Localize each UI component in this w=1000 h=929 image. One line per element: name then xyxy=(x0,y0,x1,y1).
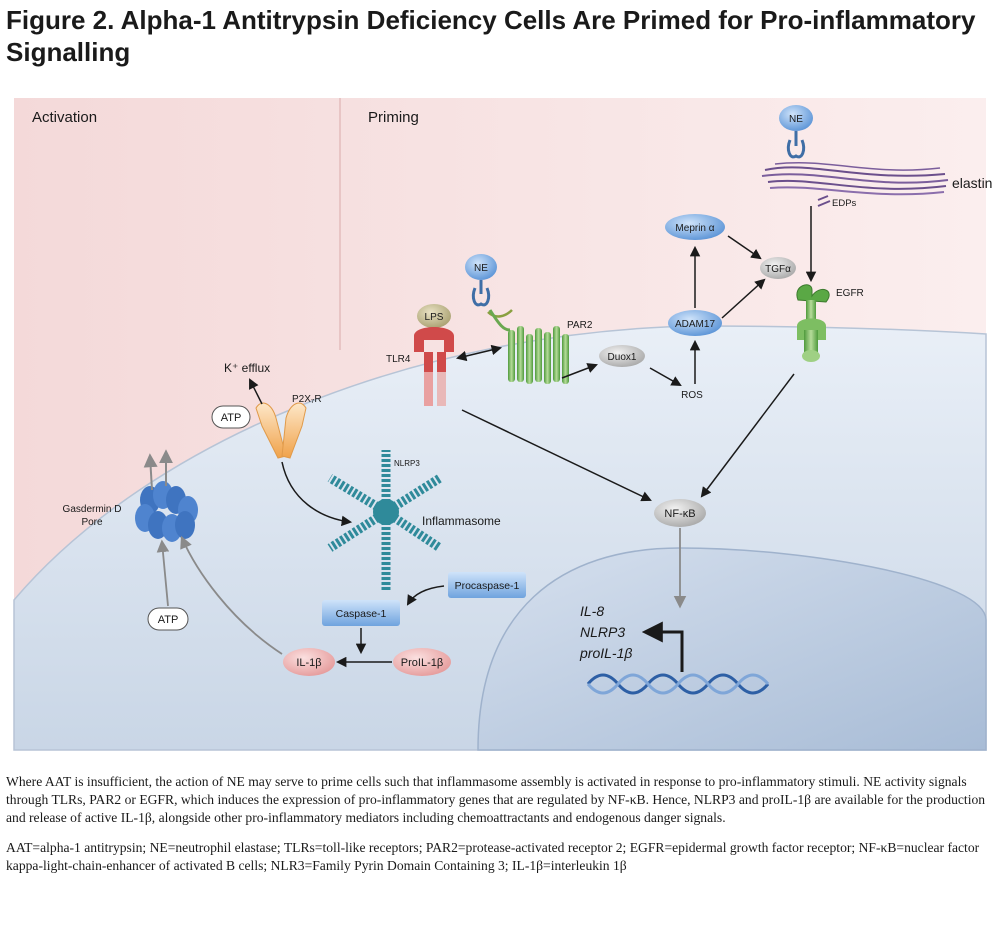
arrow-procaspase-caspase xyxy=(406,585,445,606)
adam17-node xyxy=(668,310,722,336)
procaspase-label: Procaspase-1 xyxy=(455,580,520,592)
figure-title: Figure 2. Alpha-1 Antitrypsin Deficiency… xyxy=(6,5,976,67)
arrow-meprin-tgfa xyxy=(727,235,762,260)
ne-top-label: NE xyxy=(789,114,803,125)
atp-top-node xyxy=(211,405,251,429)
proil1b-label: ProIL-1β xyxy=(401,657,443,669)
arrow-il1b-release xyxy=(180,535,283,655)
tgfa-node xyxy=(760,257,796,279)
gene-nlrp3: NLRP3 xyxy=(580,624,625,640)
meprin-label: Meprin α xyxy=(675,223,714,234)
duox1-label: Duox1 xyxy=(608,352,637,363)
ne-enzyme-mid xyxy=(465,254,497,280)
k-efflux-label: K⁺ efflux xyxy=(224,361,270,375)
duox1-node xyxy=(599,345,645,367)
panel-label-priming: Priming xyxy=(368,109,419,126)
arrow-egfr-nfkb xyxy=(700,373,795,498)
p2x7r-label: P2X₇R xyxy=(292,394,322,405)
gene-il8: IL-8 xyxy=(580,603,604,619)
lps-node xyxy=(417,304,451,328)
arrow-atp-pore xyxy=(156,539,170,607)
arrow-tlr4-par2 xyxy=(455,344,503,362)
caspase-label: Caspase-1 xyxy=(336,608,387,620)
tlr4-receptor xyxy=(414,327,454,406)
caspase-box xyxy=(322,600,400,626)
par2-receptor xyxy=(488,309,569,384)
meprin-node xyxy=(665,214,725,240)
arrow-adam17-tgfa xyxy=(721,278,766,319)
il1b-label: IL-1β xyxy=(296,657,321,669)
inflammasome-label: Inflammasome xyxy=(422,514,501,528)
procaspase-box xyxy=(448,572,526,598)
figure-caption: Where AAT is insufficient, the action of… xyxy=(6,773,991,887)
pathway-diagram: Activation Priming elastin NE EDPs Mepri… xyxy=(13,98,992,751)
caption-paragraph-1: Where AAT is insufficient, the action of… xyxy=(6,774,986,825)
ne-mid-label: NE xyxy=(474,263,488,274)
nfkb-node xyxy=(654,499,706,527)
caption-paragraph-2: AAT=alpha-1 antitrypsin; NE=neutrophil e… xyxy=(6,840,980,873)
ros-label: ROS xyxy=(681,390,703,401)
nfkb-label: NF-κB xyxy=(664,508,695,520)
ne-enzyme-top xyxy=(779,105,813,131)
gasdermin-label-1: Gasdermin D xyxy=(63,504,122,515)
edps-label: EDPs xyxy=(832,198,857,209)
pore-efflux-arrow-1 xyxy=(143,453,158,491)
tgfa-label: TGFα xyxy=(765,264,791,275)
arrow-par2-duox1 xyxy=(561,363,598,379)
dna-helix xyxy=(586,673,770,695)
arrow-p2x7r-inflammasome xyxy=(281,461,353,527)
lps-label: LPS xyxy=(425,312,444,323)
panel-label-activation: Activation xyxy=(32,109,97,126)
ne-mid-scissors-icon xyxy=(471,280,491,307)
egfr-label: EGFR xyxy=(836,288,864,299)
arrow-duox1-ros xyxy=(649,367,682,387)
elastin-fibers xyxy=(761,162,949,196)
egfr-receptor xyxy=(796,284,830,362)
arrow-tlr4-nfkb xyxy=(461,409,652,502)
inflammasome-core xyxy=(373,499,399,525)
arrow-k-efflux xyxy=(249,378,263,405)
il1b-node xyxy=(283,648,335,676)
gasdermin-pore xyxy=(135,481,198,542)
gasdermin-label-2: Pore xyxy=(81,517,103,528)
elastin-label: elastin xyxy=(952,175,992,191)
p2x7r-receptor xyxy=(255,402,307,459)
par2-label: PAR2 xyxy=(567,320,593,331)
edps-fragments xyxy=(817,195,831,207)
par2-cleaved-peptide xyxy=(487,309,513,318)
nlrp3-small-label: NLRP3 xyxy=(394,459,420,468)
gene-proil1b: proIL-1β xyxy=(579,645,632,661)
atp-bottom-label: ATP xyxy=(158,614,179,626)
arrow-gene-expression xyxy=(641,621,684,672)
atp-bottom-node xyxy=(147,607,189,631)
atp-top-label: ATP xyxy=(221,412,242,424)
proil1b-node xyxy=(393,648,451,676)
adam17-label: ADAM17 xyxy=(675,319,715,330)
ne-scissors-icon xyxy=(786,131,806,159)
tlr4-label: TLR4 xyxy=(386,354,411,365)
